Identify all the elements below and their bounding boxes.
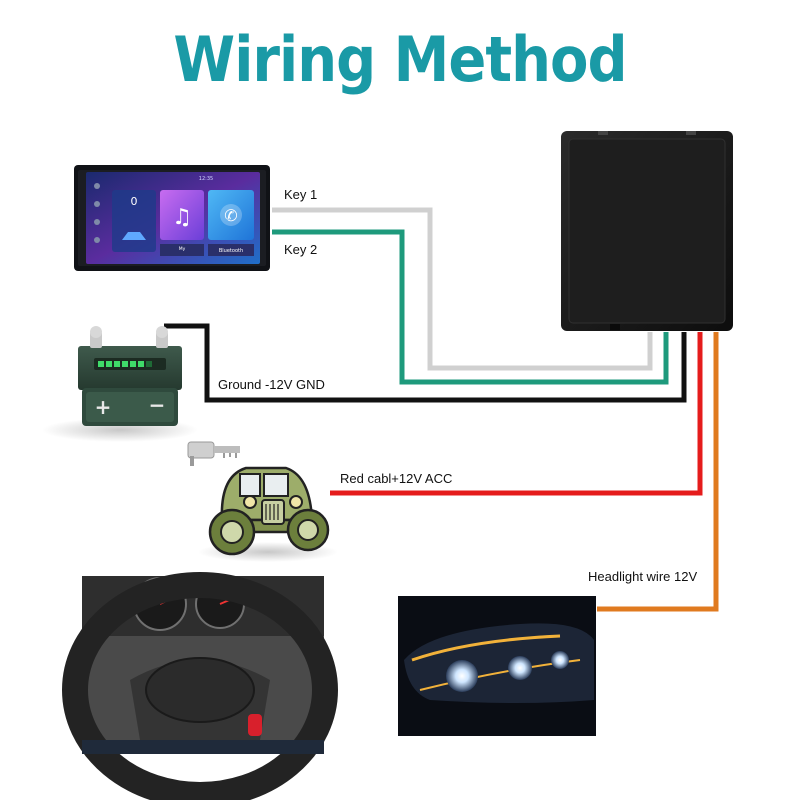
bluetooth-tile-label: Bluetooth — [219, 248, 243, 254]
headlight-photo — [398, 596, 596, 736]
acc-wire — [330, 332, 703, 496]
control-box — [561, 131, 733, 331]
steering-wheel-photo — [62, 572, 338, 800]
headlight-lamp-icon — [446, 660, 478, 692]
headlight-wire — [597, 332, 719, 612]
cartoon-car-icon — [198, 466, 338, 562]
wires — [164, 207, 719, 612]
plus-symbol-icon: + — [95, 395, 112, 419]
key1-wire — [272, 207, 653, 371]
phone-icon: ✆ — [224, 206, 237, 225]
key2-label: Key 2 — [284, 242, 318, 257]
speed-readout: 0 — [131, 195, 138, 208]
sidebar-icons — [94, 183, 100, 243]
key1-label: Key 1 — [284, 187, 318, 202]
charge-indicator — [98, 361, 152, 367]
acc-label: Red cabl+12V ACC — [340, 471, 453, 486]
key-fob-icon — [248, 714, 262, 736]
music-tile-label: My — [179, 246, 186, 252]
ground-wire — [164, 323, 687, 403]
minus-symbol-icon: − — [149, 393, 166, 417]
key2-wire — [272, 229, 669, 385]
ignition-key-icon — [187, 441, 240, 466]
ground-label: Ground -12V GND — [218, 377, 325, 392]
clock-readout: 12:35 — [199, 176, 213, 182]
head-unit: ♫ ✆ — [74, 165, 270, 271]
battery: + − — [42, 326, 198, 442]
page-title: Wiring Method — [173, 24, 627, 97]
music-note-icon: ♫ — [172, 205, 192, 230]
headlight-label: Headlight wire 12V — [588, 569, 698, 584]
